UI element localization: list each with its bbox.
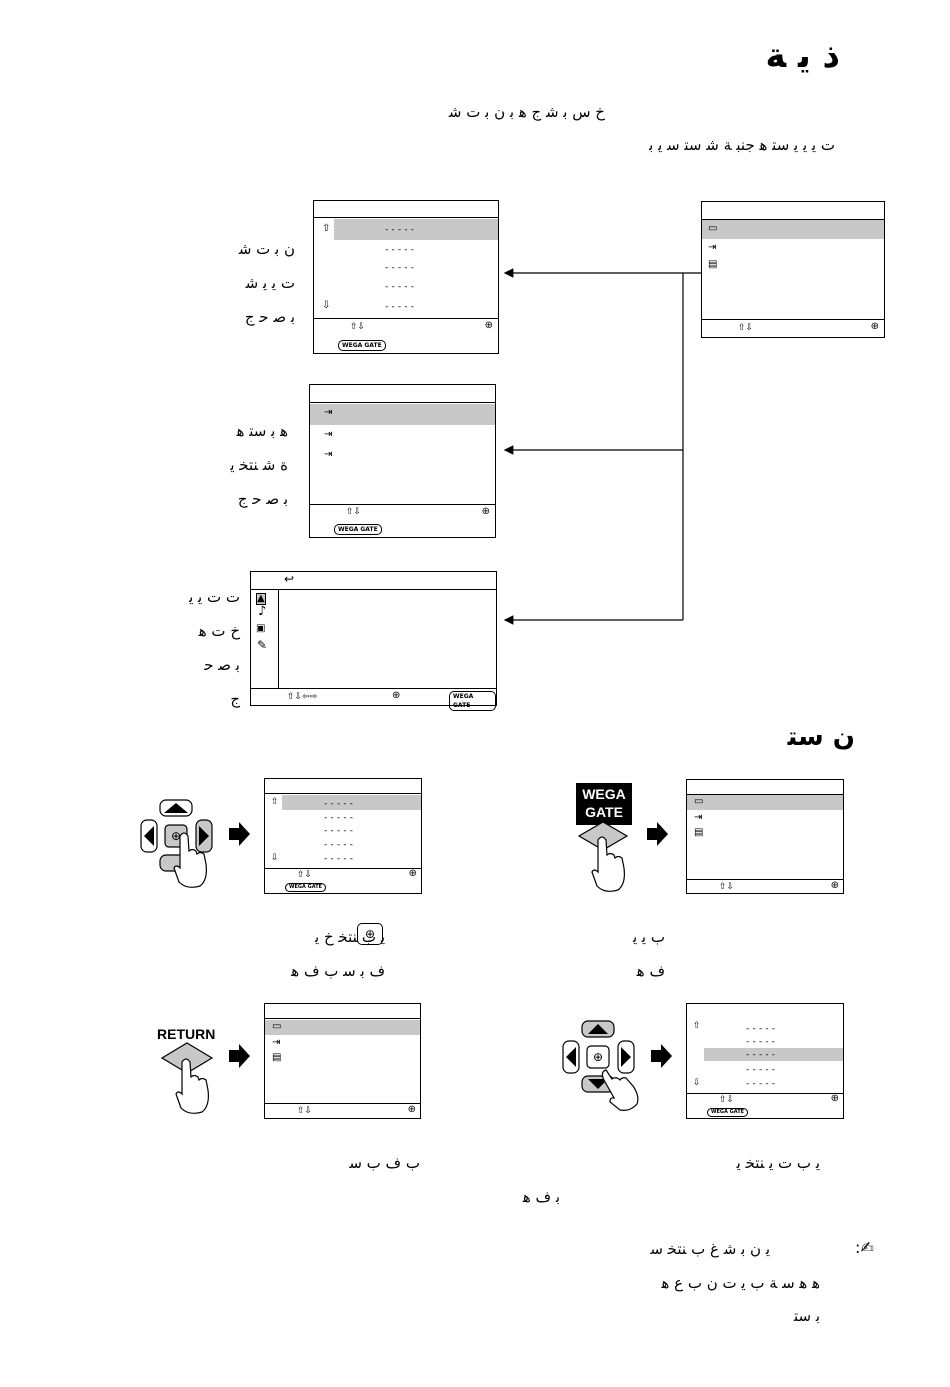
note-input-list: ﻫ ﺑ ﺳﺘ ﻫ ﺓ ﺷ ﻨﺘﺨ ﻳ ﺑ ﺻ ﺣ ﺝ bbox=[230, 422, 288, 508]
tv-icon: ▭ bbox=[694, 796, 704, 807]
return-button-label: RETURN bbox=[157, 1026, 216, 1042]
note-line-2: ﻫ ﻫ ﺳ ﺔ ﺏ ﻳ ﺕ ﻥ ﺏ ﻉ ﻫ bbox=[661, 1274, 820, 1292]
channel-icon: ▣ bbox=[256, 623, 266, 634]
note-settings-menu: ﺕ ﺕ ﻳ ﻳ ﺥ ﺕ ﻫ ﺑ ﺻ ﺣ ﺝ bbox=[189, 588, 240, 708]
enter-icon: ⊕ bbox=[870, 321, 879, 332]
channel-list-menu: ⇧ ----- ----- ----- ----- ⇩ ----- ⇧⇩ ⊕ W… bbox=[313, 200, 499, 354]
page-title: ﺫ ﻳ ﺔ bbox=[765, 36, 840, 76]
intro-line-1: ﺥ ﺱ ﺑ ﺷ ﺝ ﻫ ﺑ ﻥ ﺑ ﺕ ﺷ bbox=[448, 103, 605, 121]
wrench-icon: ✎ bbox=[257, 638, 268, 652]
toolbox-icon: ▤ bbox=[694, 827, 704, 838]
result-channel-list-2: ⇧ ----- ----- ----- ----- ⇩ ----- ⇧⇩ ⊕ W… bbox=[264, 778, 422, 894]
result-main-menu-4: ▭ ⇥ ▤ ⇧⇩ ⊕ bbox=[264, 1003, 421, 1119]
input-dotted-icon: ⇥ bbox=[324, 449, 333, 460]
wega-gate-badge: WEGA GATE bbox=[449, 691, 496, 711]
down-arrow-icon: ⇩ bbox=[322, 300, 331, 311]
wega-gate-badge: WEGA GATE bbox=[285, 883, 327, 892]
enter-icon: ⊕ bbox=[392, 690, 401, 701]
wega-gate-badge: WEGA GATE bbox=[707, 1108, 749, 1117]
wega-gate-badge: WEGA GATE bbox=[338, 340, 386, 351]
up-arrow-icon: ⇧ bbox=[322, 223, 331, 234]
result-main-menu-1: ▭ ⇥ ▤ ⇧⇩ ⊕ bbox=[686, 779, 844, 894]
intro-line-2: ﺕ ﻳ ﻳ ﻳ ﺳﺘ ﻫ ﺟﻨﺒ ﺔ ﺷ ﺳﺘ ﺳ ﻳ ﺑ bbox=[649, 136, 835, 154]
section-title-operation: ﻥ ﺳﺘ bbox=[787, 722, 855, 752]
caption-step-2: ﻳ ﺏ ﻨﺘﺨ ﺥ ﻳ ﻑ ﺑ ﺳ ﺏ ﻑ ﻫ bbox=[291, 928, 385, 980]
down-arrow-icon: ⇩ bbox=[693, 1078, 701, 1088]
input-icon: ⇥ bbox=[272, 1037, 281, 1048]
svg-text:⊕: ⊕ bbox=[593, 1050, 603, 1064]
note-channel-list: ﻥ ﺑ ﺕ ﺷ ﺕ ﻳ ﻳ ﺷ ﺑ ﺻ ﺣ ﺝ bbox=[238, 240, 295, 326]
up-arrow-icon: ⇧ bbox=[271, 797, 279, 807]
nav-arrows: ⇧⇩ bbox=[719, 882, 735, 892]
sound-icon: ♪ bbox=[258, 604, 267, 619]
return-icon: ↩ bbox=[284, 572, 295, 586]
enter-icon: ⊕ bbox=[830, 880, 839, 891]
nav-arrows: ⇧⇩ bbox=[346, 507, 362, 517]
input-icon: ⇥ bbox=[324, 429, 333, 440]
wega-gate-button-illustration: WEGA GATE bbox=[576, 783, 632, 825]
input-list-menu: ⇥ ⇥ ⇥ ⇧⇩ ⊕ WEGA GATE bbox=[309, 384, 496, 538]
nav-arrows: ⇧⇩ bbox=[350, 322, 366, 332]
tv-icon: ▭ bbox=[272, 1021, 282, 1032]
caption-step-3: ﻳ ﺏ ﺕ ﻳ ﻨﺘﺨ ﻳ bbox=[736, 1154, 820, 1172]
wega-gate-badge: WEGA GATE bbox=[334, 524, 382, 535]
svg-text:⊕: ⊕ bbox=[171, 829, 181, 843]
enter-icon: ⊕ bbox=[408, 868, 417, 879]
note-pencil-icon: :✍ bbox=[855, 1238, 874, 1257]
up-arrow-icon: ⇧ bbox=[693, 1021, 701, 1031]
nav-arrows: ⇧⇩ bbox=[297, 1106, 313, 1116]
note-line-3: ﺑ ﺳﺘ bbox=[793, 1307, 820, 1325]
settings-menu: ↩ ▲ ♪ ▣ ✎ ⇧⇩⇦⇨ ⊕ WEGA GATE bbox=[250, 571, 497, 711]
toolbox-icon: ▤ bbox=[272, 1052, 282, 1063]
caption-step-4: ﺏ ﻑ ﺏ ﺳ ﺑ ﻑ ﻫ bbox=[349, 1154, 560, 1206]
enter-icon: ⊕ bbox=[484, 320, 493, 331]
enter-icon: ⊕ bbox=[481, 506, 490, 517]
input-icon: ⇥ bbox=[708, 242, 717, 253]
input-icon: ⇥ bbox=[324, 407, 333, 418]
input-icon: ⇥ bbox=[694, 812, 703, 823]
nav-arrows: ⇧⇩ bbox=[297, 870, 313, 880]
tv-icon: ▭ bbox=[708, 223, 718, 234]
nav-arrows: ⇧⇩ bbox=[719, 1095, 735, 1105]
down-arrow-icon: ⇩ bbox=[271, 853, 279, 863]
wega-gate-main-menu: ▭ ⇥ ▤ ⇧⇩ ⊕ bbox=[701, 201, 885, 338]
nav-arrows-4: ⇧⇩⇦⇨ bbox=[287, 692, 318, 702]
enter-icon: ⊕ bbox=[830, 1093, 839, 1104]
result-channel-list-3: ⇧ ----- ----- ----- ----- ⇩ ----- ⇧⇩ ⊕ W… bbox=[686, 1003, 844, 1119]
caption-step-1: ﺏ ﻳ ﻳ ﻑ ﻫ bbox=[632, 928, 665, 980]
toolbox-icon: ▤ bbox=[708, 259, 718, 270]
picture-icon: ▲ bbox=[256, 593, 266, 605]
enter-button-icon: ⊕ bbox=[357, 923, 383, 945]
enter-icon: ⊕ bbox=[407, 1104, 416, 1115]
note-line-1: ﻳ ﻥ ﺑ ﺷ ﻍ ﺏ ﻨﺘﺨ ﺳ bbox=[650, 1240, 770, 1258]
nav-arrows: ⇧⇩ bbox=[738, 323, 754, 333]
